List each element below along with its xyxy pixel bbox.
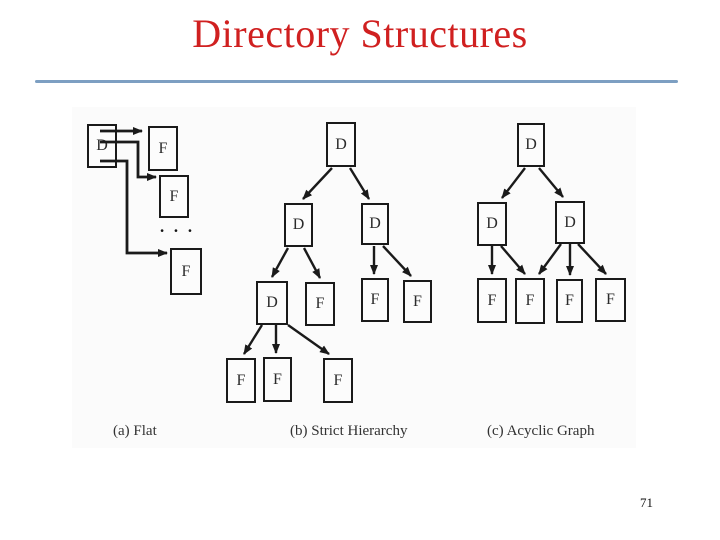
acyclic-file-box: F [595,278,626,322]
flat-file-box: F [159,175,189,218]
hierarchy-directory-box: D [361,203,389,245]
flat-directory-box: D [87,124,117,168]
hierarchy-root-directory-box: D [326,122,356,167]
page-number: 71 [640,495,653,510]
acyclic-shared-file-box: F [515,278,545,324]
flat-file-box: F [148,126,178,171]
acyclic-directory-box: D [555,201,585,244]
flat-ellipsis: · · · [159,221,195,240]
hierarchy-file-box: F [305,282,335,326]
caption-acyclic-graph: (c) Acyclic Graph [487,423,595,439]
caption-flat: (a) Flat [113,423,157,439]
acyclic-file-box: F [477,278,507,323]
caption-strict-hierarchy: (b) Strict Hierarchy [290,423,408,439]
hierarchy-file-box: F [361,278,389,322]
page-title: Directory Structures [192,11,528,56]
hierarchy-directory-box: D [284,203,313,247]
title-divider [35,80,678,83]
hierarchy-file-box: F [403,280,432,323]
hierarchy-file-box: F [263,357,292,402]
hierarchy-directory-box: D [256,281,288,325]
hierarchy-file-box: F [226,358,256,403]
acyclic-file-box: F [556,279,583,323]
directory-structures-figure: D F F F · · · D D D D F F F F F F D D D … [72,107,636,448]
acyclic-directory-box: D [477,202,507,246]
acyclic-root-directory-box: D [517,123,545,167]
hierarchy-file-box: F [323,358,353,403]
flat-file-box: F [170,248,202,295]
